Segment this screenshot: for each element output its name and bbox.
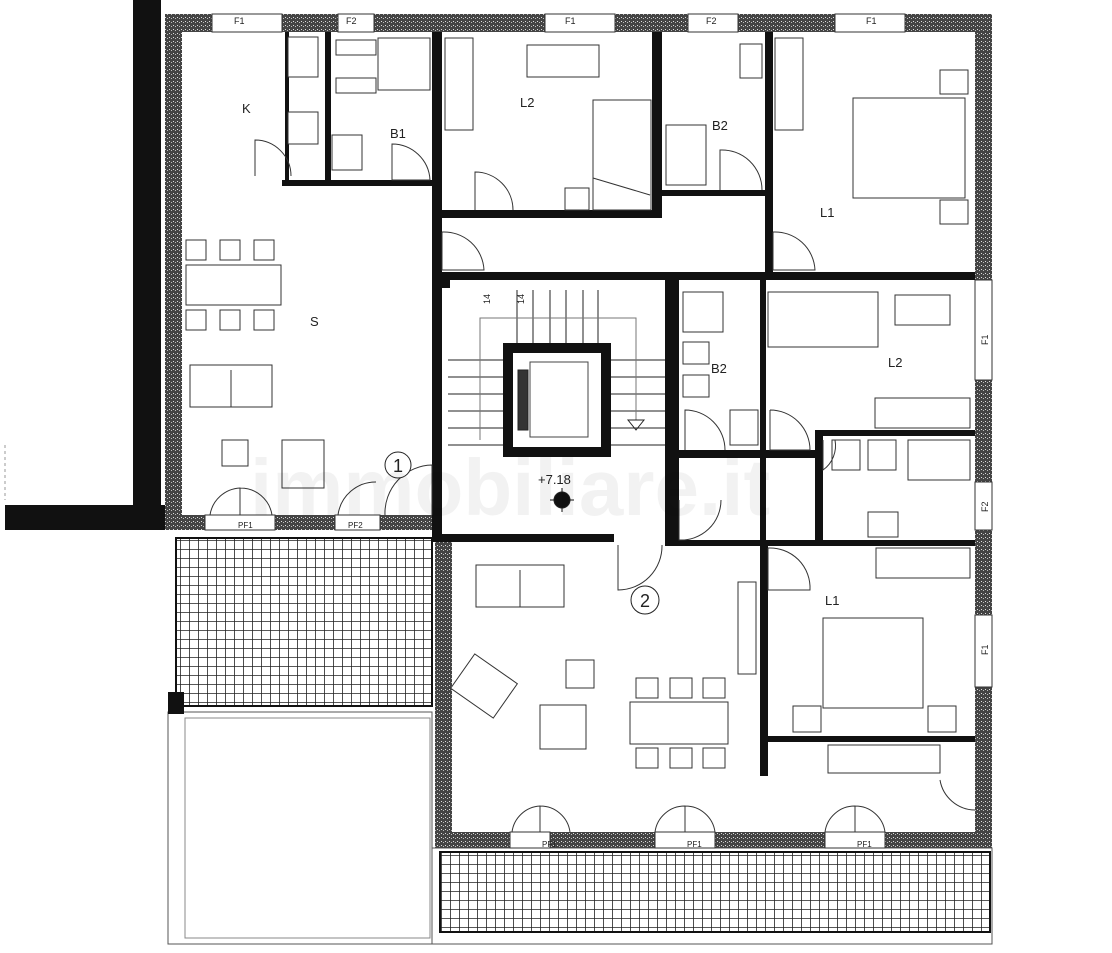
- terrace-bottom: [431, 847, 993, 945]
- door-label: PF1: [542, 840, 557, 849]
- room-label-bedroom: L1: [820, 205, 834, 220]
- window-label: F2: [706, 16, 717, 26]
- window-label: F2: [980, 501, 990, 512]
- furniture: [185, 36, 971, 774]
- room-label-bath-1: B1: [390, 126, 406, 141]
- door-label: PF1: [857, 840, 872, 849]
- marker-label: 2: [640, 591, 650, 611]
- adjacent-wall: [4, 0, 165, 530]
- room-label-bedroom: L2: [520, 95, 534, 110]
- room-label-bedroom: L1: [825, 593, 839, 608]
- window-label: F1: [980, 644, 990, 655]
- room-label-bedroom: L2: [888, 355, 902, 370]
- interior-walls: [282, 32, 975, 776]
- staircase: [448, 290, 665, 512]
- marker-label: 1: [393, 456, 403, 476]
- room-label-living: S: [310, 314, 319, 329]
- door-label: PF1: [687, 840, 702, 849]
- window-label: F1: [866, 16, 877, 26]
- stair-label: 14: [482, 294, 492, 304]
- window-label: F1: [565, 16, 576, 26]
- room-label-kitchen: K: [242, 101, 251, 116]
- room-label-bath: B2: [711, 361, 727, 376]
- terrace-left: [167, 537, 433, 945]
- window-label: F2: [346, 16, 357, 26]
- stair-label: 14: [516, 294, 526, 304]
- window-label: F1: [234, 16, 245, 26]
- doors: [209, 139, 976, 833]
- room-label-bath: B2: [712, 118, 728, 133]
- exterior-walls: [165, 13, 993, 849]
- elevation-label: +7.18: [538, 472, 571, 487]
- apartment-marker-2: 2: [630, 585, 660, 615]
- door-label: PF1: [238, 521, 253, 530]
- watermark: immobiliare.it: [250, 443, 770, 532]
- door-label: PF2: [348, 521, 363, 530]
- apartment-marker-1: 1: [384, 451, 412, 479]
- window-label: F1: [980, 334, 990, 345]
